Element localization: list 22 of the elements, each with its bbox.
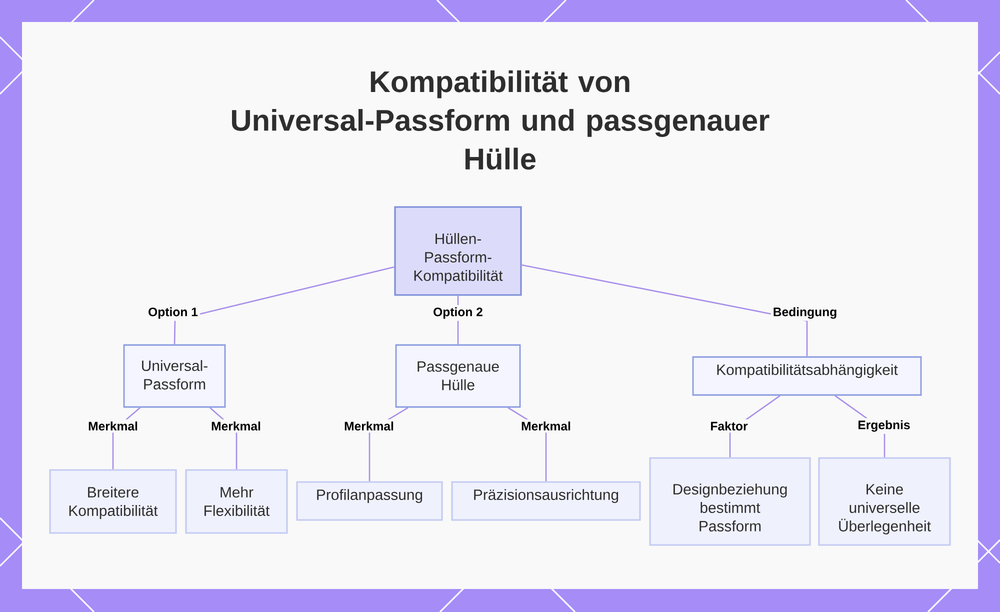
leaf-box: Breitere Kompatibilität <box>49 469 177 534</box>
edge-label: Merkmal <box>342 419 396 433</box>
edge-label: Merkmal <box>86 419 140 433</box>
title: Kompatibilität von Universal-Passform und passgenauer Hülle <box>232 70 770 170</box>
leaf-box: Designbeziehung bestimmt Passform <box>649 457 811 546</box>
edge-label: Bedingung <box>770 305 840 321</box>
leaf-box: Keine universelle Überlegenheit <box>818 457 951 546</box>
edge-label: Option 2 <box>430 305 486 321</box>
topic-box: Hüllen-Passform-Kompatibilität <box>394 206 522 296</box>
leaf-box: Präzisionsausrichtung <box>451 481 641 521</box>
edge-label: Ergebnis <box>856 418 912 434</box>
edge-label: Faktor <box>708 419 750 433</box>
connector-line <box>174 266 394 344</box>
branch-box: Passgenaue Hülle <box>395 344 521 408</box>
edge-label: Merkmal <box>518 419 574 433</box>
edge-label: Merkmal <box>208 419 264 433</box>
leaf-box: Profilanpassung <box>296 481 443 521</box>
branch-box: Universal-Passform <box>123 344 226 408</box>
edge-label: Option 1 <box>146 305 200 321</box>
leaf-box: Mehr Flexibilität <box>185 469 288 534</box>
branch-box: Kompatibilitätsabhängigkeit <box>692 356 922 396</box>
connector-line <box>522 264 808 356</box>
